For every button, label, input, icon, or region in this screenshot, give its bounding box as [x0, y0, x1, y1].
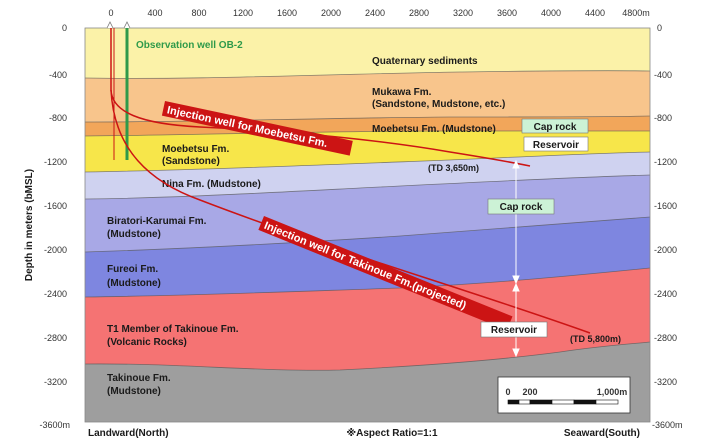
scale-bar-segments	[507, 399, 619, 405]
formation-labels: Quaternary sediments Mukawa Fm. (Sandsto…	[107, 56, 505, 397]
y-tick-label: -3200	[44, 377, 67, 387]
layer-boundaries	[85, 70, 650, 371]
x-tick-label: 0	[108, 8, 113, 18]
cap-rock-box-lower	[487, 198, 555, 215]
x-tick-label: 2400	[365, 8, 385, 18]
y-tick-label: -1200	[654, 157, 677, 167]
x-axis: 0 400 800 1200 1600 2000 2400 2800 3200 …	[106, 8, 650, 29]
y-tick-label: -3200	[654, 377, 677, 387]
quaternary-label: Quaternary sediments	[372, 56, 478, 67]
cap-rock-label-upper: Cap rock	[534, 122, 577, 133]
y-tick-label: 0	[62, 23, 67, 33]
biratori-label: Biratori-Karumai Fm.	[107, 216, 207, 227]
y-axis-right: 0 -400 -800 -1200 -1600 -2000 -2400 -280…	[652, 23, 683, 430]
fureoi-lithology-label: (Mudstone)	[107, 278, 161, 289]
callouts: Cap rock Reservoir Cap rock Reservoir	[480, 118, 589, 338]
y-tick-label: -800	[49, 113, 67, 123]
seaward-label: Seaward(South)	[564, 428, 640, 439]
cap-rock-label-lower: Cap rock	[500, 202, 543, 213]
fureoi-label: Fureoi Fm.	[107, 264, 158, 275]
y-tick-label: -2400	[44, 289, 67, 299]
td-takinoue-label: (TD 5,800m)	[570, 334, 621, 344]
reservoir-box-lower	[480, 321, 548, 338]
y-tick-label: -1600	[654, 201, 677, 211]
x-tick-label: 1200	[233, 8, 253, 18]
y-tick-label: -2400	[654, 289, 677, 299]
scale-bar: 0 200 1,000m	[497, 376, 631, 414]
reservoir-label-upper: Reservoir	[533, 140, 579, 151]
moebetsu-sandstone-lithology-label: (Sandstone)	[162, 156, 220, 167]
wellhead-marker	[106, 21, 114, 29]
nina-label: Nina Fm. (Mudstone)	[162, 179, 261, 190]
reservoir-label-lower: Reservoir	[491, 325, 537, 336]
y-tick-label: -2800	[44, 333, 67, 343]
t1-takinoue-lithology-label: (Volcanic Rocks)	[107, 337, 187, 348]
td-moebetsu-label: (TD 3,650m)	[428, 163, 479, 173]
observation-well: Observation well OB-2	[125, 28, 243, 160]
mukawa-lithology-label: (Sandstone, Mudstone, etc.)	[372, 99, 505, 110]
landward-label: Landward(North)	[88, 428, 169, 439]
x-tick-label: 4000	[541, 8, 561, 18]
y-tick-label: -1200	[44, 157, 67, 167]
y-tick-label: -400	[49, 70, 67, 80]
x-tick-label: 3600	[497, 8, 517, 18]
cap-rock-box-upper	[521, 118, 589, 134]
wellhead-marker	[123, 21, 131, 29]
y-tick-label: -2000	[44, 245, 67, 255]
y-axis-left: 0 -400 -800 -1200 -1600 -2000 -2400 -280…	[39, 23, 70, 430]
x-tick-label: 1600	[277, 8, 297, 18]
biratori-lithology-label: (Mudstone)	[107, 229, 161, 240]
takinoue-lithology-label: (Mudstone)	[107, 386, 161, 397]
x-tick-label: 4400	[585, 8, 605, 18]
t1-takinoue-label: T1 Member of Takinoue Fm.	[107, 324, 239, 335]
scale-label-1000: 1,000m	[597, 387, 628, 397]
moebetsu-mudstone-label: Moebetsu Fm. (Mudstone)	[372, 124, 496, 135]
plot-frame	[84, 27, 651, 423]
bottom-labels: Landward(North) ※Aspect Ratio=1:1 Seawar…	[88, 427, 640, 439]
x-tick-label: 2000	[321, 8, 341, 18]
takinoue-well-label-box	[258, 215, 513, 331]
mukawa-label: Mukawa Fm.	[372, 87, 432, 98]
y-tick-label: -2000	[654, 245, 677, 255]
y-tick-label: -3600m	[652, 420, 683, 430]
y-tick-label: -800	[654, 113, 672, 123]
x-tick-label: 3200	[453, 8, 473, 18]
y-tick-label: -1600	[44, 201, 67, 211]
scale-label-200: 200	[522, 387, 537, 397]
reservoir-box-upper	[523, 136, 589, 152]
y-tick-label: 0	[657, 23, 662, 33]
y-tick-label: -3600m	[39, 420, 70, 430]
y-tick-label: -2800	[654, 333, 677, 343]
x-tick-label: 800	[191, 8, 206, 18]
callout-arrows	[512, 159, 520, 358]
x-tick-label: 400	[147, 8, 162, 18]
moebetsu-sandstone-label: Moebetsu Fm.	[162, 144, 229, 155]
x-tick-label: 2800	[409, 8, 429, 18]
scale-label-0: 0	[505, 387, 510, 397]
scale-bar-frame	[497, 376, 631, 414]
y-axis-title: Depth in meters (bMSL)	[24, 169, 35, 281]
y-tick-label: -400	[654, 70, 672, 80]
aspect-ratio-note: ※Aspect Ratio=1:1	[346, 427, 438, 439]
takinoue-label: Takinoue Fm.	[107, 373, 171, 384]
moebetsu-well-label-box	[161, 101, 353, 156]
observation-well-label: Observation well OB-2	[136, 40, 243, 51]
x-axis-unit-label: 4800m	[622, 8, 650, 18]
